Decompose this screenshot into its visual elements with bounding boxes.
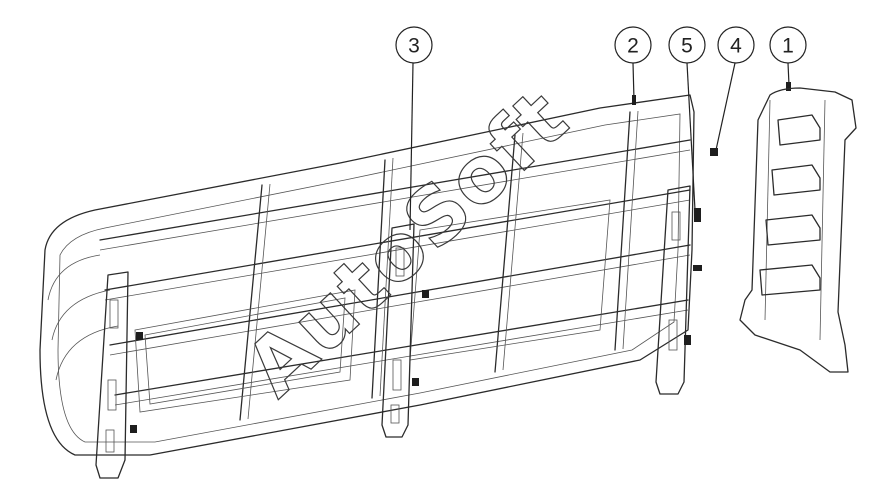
callout-label: 1 (782, 35, 794, 58)
callout-2: 2 (614, 26, 652, 64)
bolt-icon (136, 332, 143, 340)
bolt-icon (694, 208, 701, 222)
bolt-icon (130, 425, 137, 433)
callout-4: 4 (717, 26, 755, 64)
callout-label: 2 (627, 35, 639, 58)
bolt-icon (684, 335, 691, 345)
mounting-bracket-center (381, 223, 415, 438)
callout-label: 3 (408, 35, 420, 58)
clip-icon (786, 82, 791, 91)
bolt-icon (422, 290, 429, 298)
bolt-icon (412, 378, 419, 386)
mounting-bracket-right (655, 185, 691, 395)
callout-1: 1 (769, 26, 807, 64)
mounting-bracket-left (95, 271, 129, 479)
callout-label: 5 (681, 35, 693, 58)
clip-icon (710, 148, 718, 156)
bolt-icon (693, 265, 702, 271)
callout-3: 3 (395, 26, 433, 64)
side-trim-panel (739, 87, 857, 373)
callout-label: 4 (730, 35, 742, 58)
leader-lines (409, 62, 790, 231)
grille-panel (39, 94, 695, 456)
watermark-text: AutoSoft (230, 73, 587, 414)
trim-ribs (759, 114, 821, 296)
callout-5: 5 (668, 26, 706, 64)
